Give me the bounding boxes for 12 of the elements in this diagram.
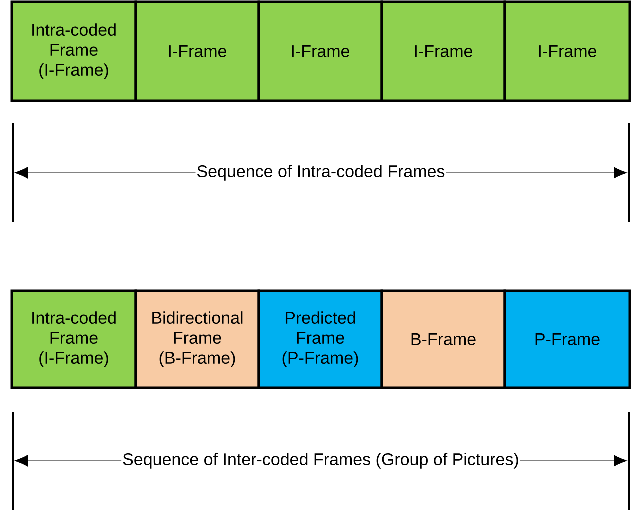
frame-box: I-Frame [134,0,260,102]
frame-box: P-Frame [504,290,631,390]
frame-box: B-Frame [380,290,506,390]
frame-box: I-Frame [504,0,631,102]
frame-box: Intra-coded Frame (I-Frame) [10,290,138,390]
dimension-label: Sequence of Intra-coded Frames [196,164,446,182]
dimension-label: Sequence of Inter-coded Frames (Group of Pictures) [122,452,520,470]
frame-box: I-Frame [380,0,506,102]
frame-box: Predicted Frame (P-Frame) [258,290,384,390]
frame-box: Intra-coded Frame (I-Frame) [10,0,138,102]
frame-box: Bidirectional Frame (B-Frame) [134,290,260,390]
frame-box: I-Frame [258,0,384,102]
